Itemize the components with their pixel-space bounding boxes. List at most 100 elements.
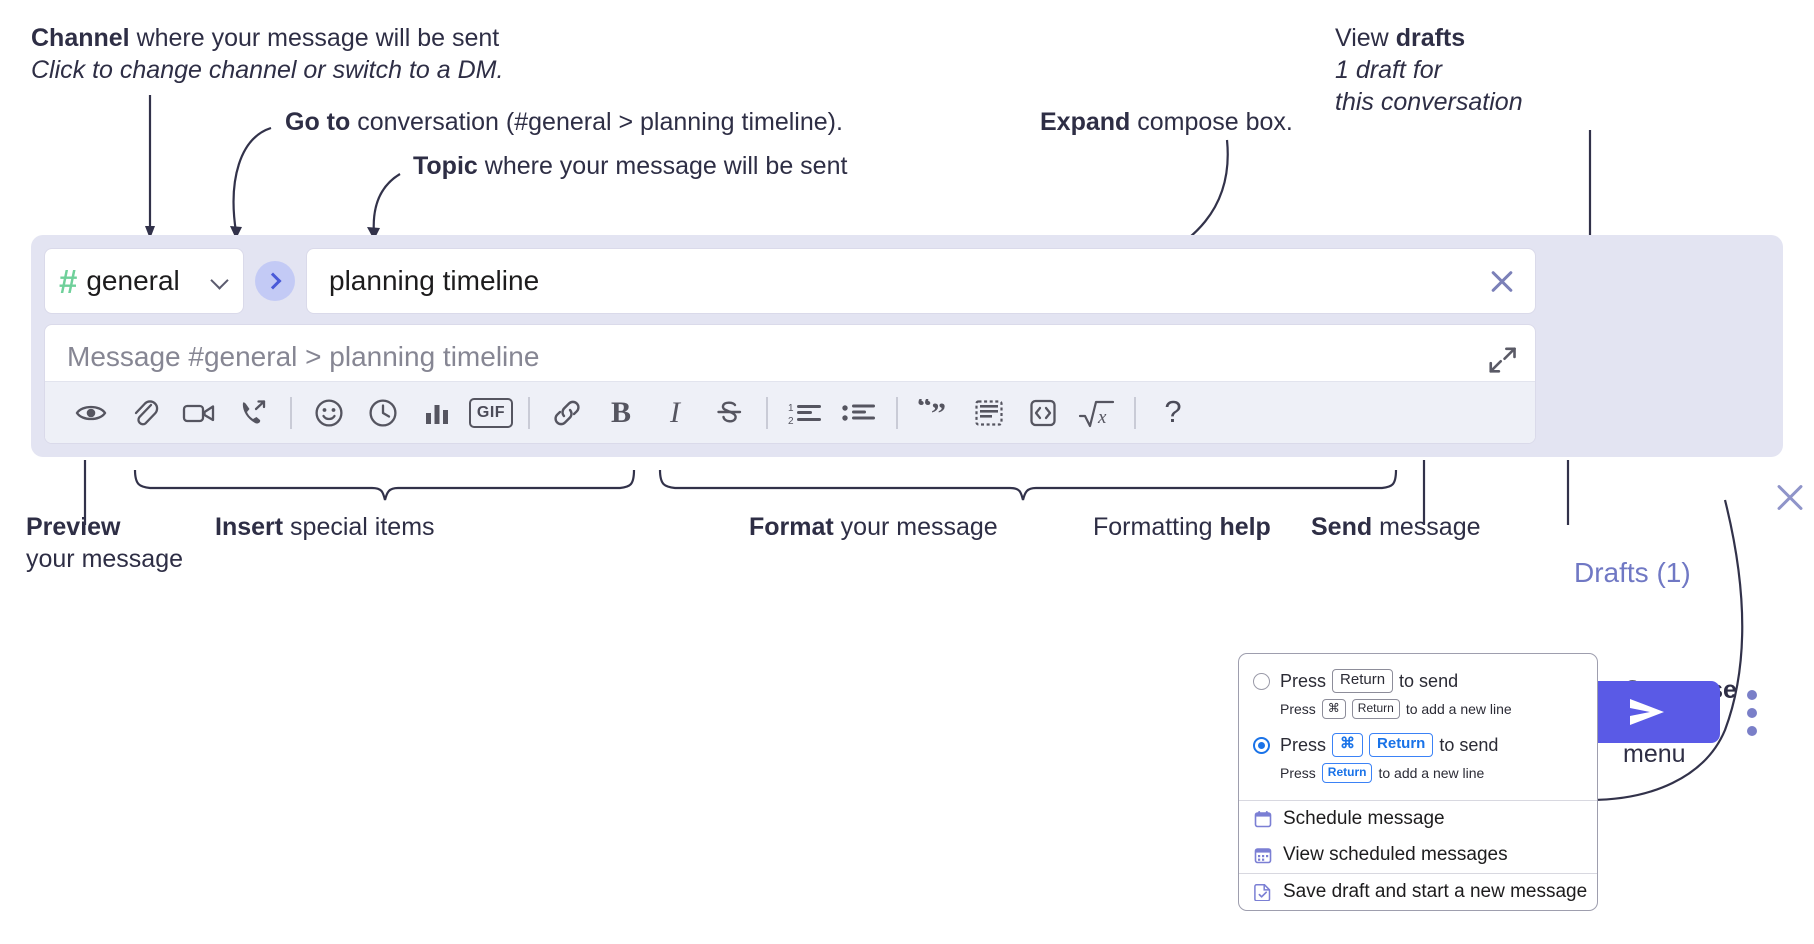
help-icon[interactable]: ? [1146, 386, 1200, 440]
anno-channel-rest: where your message will be sent [129, 24, 500, 52]
anno-send-bold: Send [1311, 513, 1373, 541]
anno-expand-bold: Expand [1040, 108, 1131, 136]
anno-insert-rest: special items [283, 513, 435, 541]
radio-return-indicator[interactable] [1253, 672, 1270, 690]
annotation-topic: Topic where your message will be sent [413, 150, 847, 182]
annotation-preview: Preview your message [26, 511, 183, 575]
italic-icon[interactable]: I [670, 395, 680, 429]
radio-return-subtext: Press ⌘ Return to add a new line [1239, 696, 1597, 724]
video-icon[interactable] [172, 386, 226, 440]
help-label: ? [1164, 393, 1182, 429]
go-to-conversation-button[interactable] [255, 261, 295, 301]
attachment-icon[interactable] [118, 386, 172, 440]
menu-item-view-scheduled[interactable]: View scheduled messages [1239, 837, 1597, 873]
annotation-send: Send message [1311, 511, 1481, 543]
kebab-dot-1 [1747, 690, 1757, 700]
gif-label: GIF [469, 397, 513, 428]
toolbar-divider-2 [528, 396, 530, 429]
anno-expand-rest: compose box. [1130, 108, 1293, 136]
anno-drafts-prefix: View [1335, 24, 1396, 52]
anno-format-bold: Format [749, 513, 834, 541]
toolbar-divider-1 [290, 396, 292, 429]
close-compose-icon[interactable] [1773, 481, 1807, 515]
menu-divider-1 [1239, 800, 1597, 801]
annotation-drafts: View drafts 1 draft for this conversatio… [1335, 22, 1523, 118]
annotation-channel: Channel where your message will be sent … [31, 22, 503, 86]
toolbar-divider-5 [1134, 396, 1136, 429]
anno-send-rest: message [1372, 513, 1481, 541]
menu-item-schedule-label: Schedule message [1283, 808, 1445, 829]
annotation-goto: Go to conversation (#general > planning … [285, 106, 843, 138]
key-cmd-2: ⌘ [1332, 733, 1364, 757]
anno-drafts-bold: drafts [1395, 24, 1466, 52]
gif-icon[interactable]: GIF [464, 386, 518, 440]
radio-cmd-return-indicator[interactable] [1253, 736, 1270, 754]
message-input-box[interactable]: Message #general > planning timeline [44, 324, 1536, 444]
radio1-sub-tail: to add a new line [1405, 701, 1512, 717]
drafts-link[interactable]: Drafts (1) [1574, 557, 1691, 588]
svg-text:1: 1 [788, 403, 794, 414]
anno-topic-bold: Topic [413, 152, 478, 180]
svg-text:“: “ [917, 399, 932, 423]
topic-input[interactable]: planning timeline [306, 248, 1536, 314]
clock-icon[interactable] [356, 386, 410, 440]
radio-cmd-return-label: Press ⌘ Return to send [1280, 733, 1498, 757]
annotation-insert: Insert special items [215, 511, 435, 543]
menu-item-save-draft-label: Save draft and start a new message [1283, 881, 1588, 902]
anno-preview-line2: your message [26, 545, 184, 573]
calendar-schedule-icon [1253, 809, 1273, 829]
bold-icon[interactable]: B [610, 395, 631, 429]
clear-topic-icon[interactable] [1487, 266, 1517, 296]
code-block-icon[interactable] [962, 386, 1016, 440]
radio-return-label: Press Return to send [1280, 669, 1458, 693]
channel-name-label: general [86, 265, 180, 296]
radio2-tosend: to send [1439, 734, 1499, 755]
blockquote-icon[interactable]: “ ” [908, 386, 962, 440]
compose-options-kebab-button[interactable] [1745, 690, 1759, 736]
link-icon[interactable] [540, 386, 594, 440]
menu-item-save-draft[interactable]: Save draft and start a new message [1239, 874, 1597, 910]
compose-inner: # general planning timeline Message #gen… [44, 248, 1536, 444]
message-placeholder: Message #general > planning timeline [67, 341, 540, 372]
kebab-dot-3 [1747, 726, 1757, 736]
anno-preview-bold: Preview [26, 513, 121, 541]
anno-insert-bold: Insert [215, 513, 284, 541]
key-cmd-1: ⌘ [1321, 699, 1346, 719]
key-return-4: Return [1321, 763, 1373, 783]
toolbar-divider-4 [896, 396, 898, 429]
anno-format-rest: your message [833, 513, 998, 541]
radio-option-return[interactable]: Press Return to send [1239, 666, 1597, 696]
send-message-button[interactable] [1574, 681, 1720, 743]
kebab-dot-2 [1747, 708, 1757, 718]
radio2-press: Press [1280, 734, 1327, 755]
audio-call-icon[interactable] [226, 386, 280, 440]
annotation-format: Format your message [749, 511, 998, 543]
bulleted-list-icon[interactable] [832, 386, 886, 440]
annotation-expand: Expand compose box. [1040, 106, 1293, 138]
anno-co-line3: menu [1623, 740, 1686, 768]
preview-icon[interactable] [64, 386, 118, 440]
anno-goto-rest: conversation (#general > planning timeli… [350, 108, 843, 136]
anno-channel-bold: Channel [31, 24, 130, 52]
svg-text:”: ” [931, 399, 946, 427]
menu-divider-2 [1239, 873, 1597, 874]
menu-item-schedule-message[interactable]: Schedule message [1239, 801, 1597, 837]
code-icon[interactable] [1016, 386, 1070, 440]
anno-help-bold: help [1219, 513, 1271, 541]
radio1-sub-press: Press [1280, 701, 1316, 717]
hash-icon: # [59, 262, 78, 300]
math-icon[interactable]: x [1070, 386, 1124, 440]
strikethrough-icon[interactable] [702, 386, 756, 440]
send-paper-plane-icon [1630, 699, 1664, 725]
expand-icon[interactable] [1487, 345, 1517, 375]
radio-option-cmd-return[interactable]: Press ⌘ Return to send [1239, 730, 1597, 760]
chevron-right-icon [264, 272, 282, 290]
compose-options-menu: Press Return to send Press ⌘ Return to a… [1238, 653, 1598, 911]
poll-icon[interactable] [410, 386, 464, 440]
radio-cmd-return-subtext: Press Return to add a new line [1239, 760, 1597, 788]
ordered-list-icon[interactable]: 1 2 [778, 386, 832, 440]
radio2-sub-tail: to add a new line [1378, 765, 1485, 781]
channel-selector[interactable]: # general [44, 248, 244, 314]
formatting-toolbar: GIF B I [45, 381, 1535, 443]
emoji-icon[interactable] [302, 386, 356, 440]
